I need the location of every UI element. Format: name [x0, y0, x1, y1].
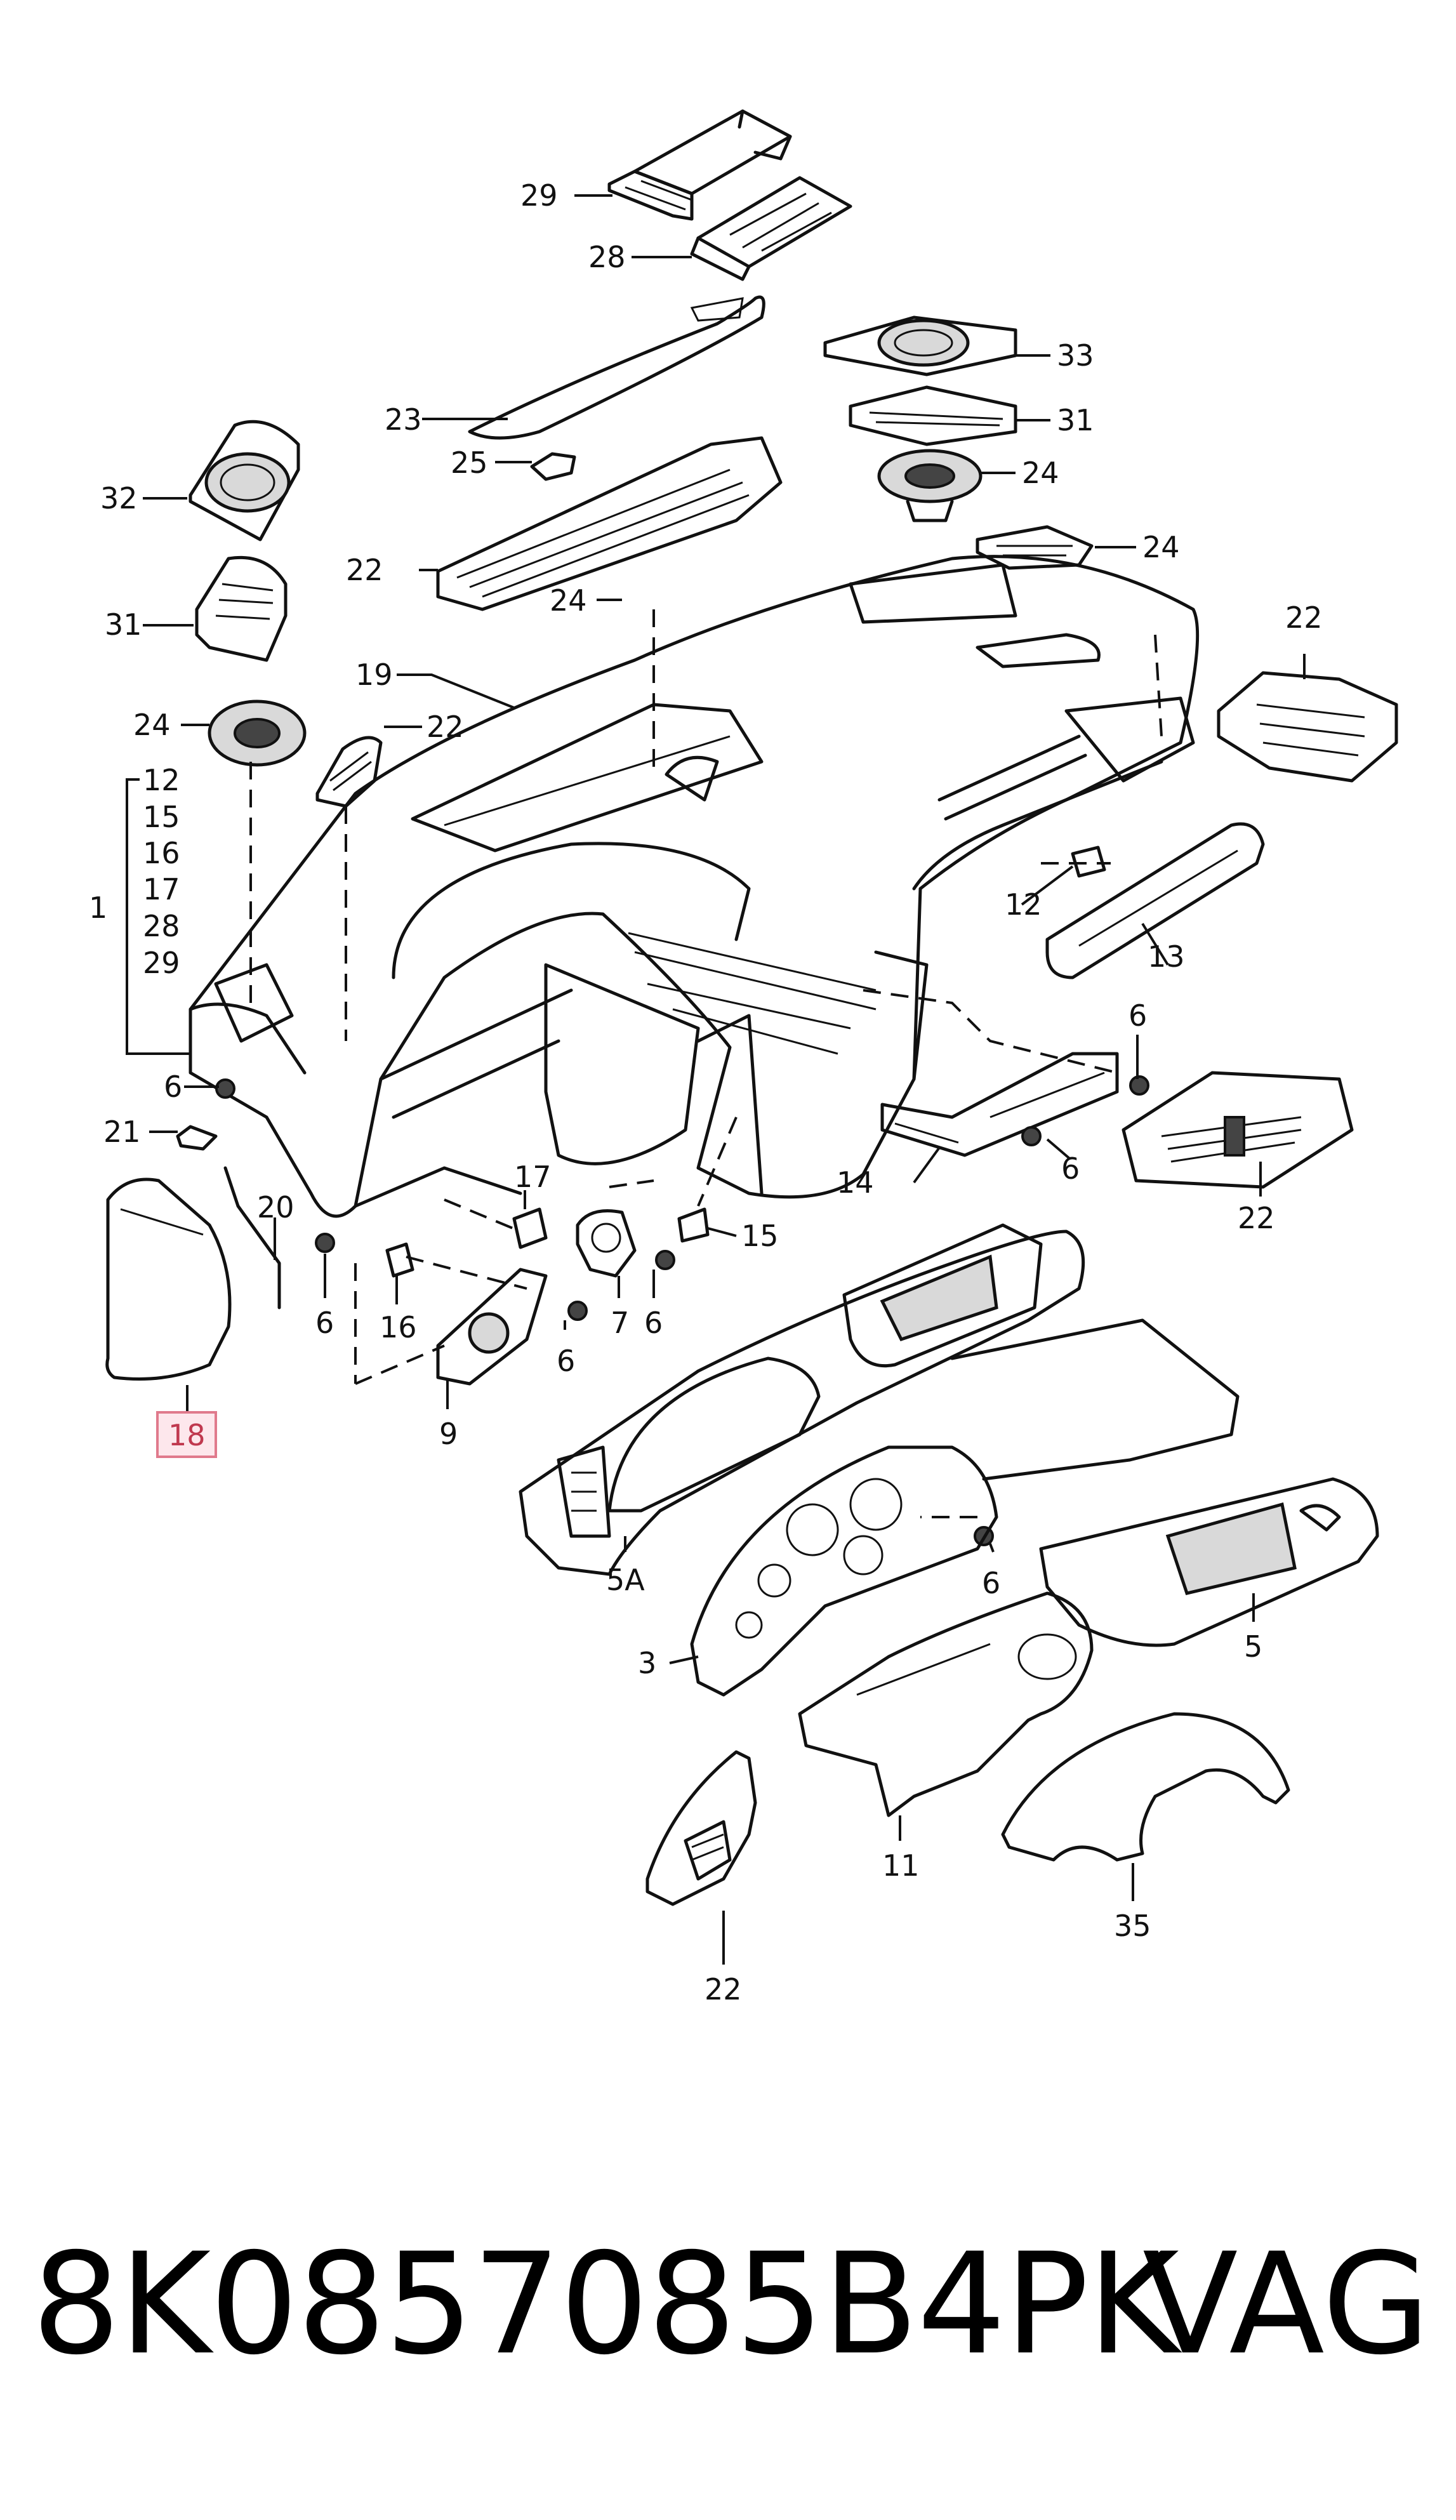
callout-5: 5 [1244, 1629, 1262, 1664]
callout-3: 3 [638, 1646, 656, 1680]
callout-1: 1 [89, 891, 107, 925]
leader-lines [126, 194, 1306, 1965]
callout-7: 7 [611, 1306, 629, 1340]
callout-16: 16 [380, 1310, 417, 1344]
callout-25: 25 [451, 446, 488, 480]
callout-18-highlight [156, 1411, 217, 1458]
callout-28: 28 [588, 240, 626, 274]
lower-vent-22 [645, 1750, 757, 1906]
callout-31: 31 [1057, 403, 1094, 437]
callout-28: 28 [143, 909, 180, 943]
callout-21: 21 [103, 1115, 141, 1149]
callout-12: 12 [143, 763, 180, 797]
column-cover-11 [798, 1591, 1094, 1817]
callout-labels: 29 28 23 33 31 25 24 32 22 24 24 31 22 1… [89, 178, 1323, 2006]
switch-panel-9 [436, 1268, 548, 1386]
corner-vent-22 [1217, 671, 1398, 783]
callout-29: 29 [143, 946, 180, 980]
callout-6: 6 [315, 1306, 334, 1340]
clip-25 [530, 452, 576, 481]
speaker-24-left [208, 700, 307, 767]
clip-16 [385, 1242, 414, 1278]
trim-panel-18 [105, 1177, 232, 1381]
callout-22: 22 [346, 553, 383, 587]
bolts [215, 1075, 1149, 1546]
callout-6: 6 [982, 1566, 1000, 1600]
speaker-cover-33 [823, 315, 1017, 376]
assembly-lines [249, 609, 1163, 1518]
dashboard-panel-1 [189, 555, 1200, 1218]
clip-12 [1071, 846, 1106, 878]
bracket-14 [880, 1052, 1119, 1157]
callout-5A: 5A [606, 1563, 645, 1597]
part-number: 8K0857085B4PK [32, 2223, 1179, 2385]
center-vent-22 [1122, 1071, 1354, 1189]
callout-9: 9 [439, 1417, 458, 1451]
callout-13: 13 [1148, 939, 1185, 974]
callout-11: 11 [882, 1848, 920, 1883]
callout-32: 32 [100, 481, 138, 515]
callout-23: 23 [385, 402, 422, 437]
speaker-24-right [877, 449, 983, 522]
callout-15: 15 [143, 800, 180, 834]
tweeter-grille-24 [976, 525, 1094, 570]
defroster-grille-22 [436, 436, 783, 611]
callout-22: 22 [705, 1972, 742, 2006]
speaker-cover-32 [189, 420, 300, 541]
callout-6: 6 [557, 1344, 575, 1378]
callout-24: 24 [1022, 456, 1059, 490]
callout-6: 6 [164, 1070, 182, 1104]
callout-14: 14 [837, 1165, 874, 1200]
clip-21 [176, 1125, 218, 1151]
trim-strip-13 [1045, 822, 1265, 979]
exploded-parts-diagram: 29 28 23 33 31 25 24 32 22 24 24 31 22 1… [89, 109, 1398, 2006]
bracket-28 [690, 176, 852, 281]
clip-17 [512, 1207, 548, 1249]
callout-15: 15 [741, 1219, 779, 1253]
callout-18: 18 [168, 1418, 206, 1452]
callout-16: 16 [143, 836, 180, 870]
cover-35 [1001, 1712, 1290, 1862]
callout-24: 24 [550, 583, 587, 618]
trim-panel-5 [1039, 1477, 1379, 1647]
callout-24: 24 [133, 708, 171, 742]
callout-6: 6 [1128, 998, 1147, 1033]
clip-15 [677, 1207, 710, 1243]
callout-6: 6 [1061, 1151, 1080, 1186]
callout-19: 19 [355, 658, 393, 692]
instrument-cluster-3 [690, 1445, 998, 1697]
brand-label: VAG [1142, 2223, 1431, 2385]
defroster-trim-23 [468, 295, 765, 440]
callout-12: 12 [1005, 887, 1042, 922]
instrument-cover-5A [519, 1223, 1240, 1576]
callout-22: 22 [1238, 1201, 1275, 1235]
callout-17: 17 [143, 872, 180, 906]
speaker-grille-31-right [849, 385, 1017, 446]
speaker-grille-31-left [195, 555, 288, 662]
callout-24: 24 [1142, 530, 1180, 564]
rod-20 [223, 1166, 281, 1310]
callout-29: 29 [520, 178, 558, 213]
callout-17: 17 [514, 1160, 552, 1194]
switch-housing-7 [576, 1209, 637, 1278]
side-vent-22-left [315, 736, 383, 808]
callout-33: 33 [1057, 338, 1094, 373]
callout-22: 22 [427, 710, 464, 744]
callout-20: 20 [257, 1190, 295, 1224]
callout-31: 31 [105, 607, 142, 642]
callout-22: 22 [1285, 600, 1323, 635]
bracket-29 [607, 109, 792, 221]
callout-35: 35 [1114, 1909, 1151, 1943]
callout-6: 6 [644, 1306, 663, 1340]
